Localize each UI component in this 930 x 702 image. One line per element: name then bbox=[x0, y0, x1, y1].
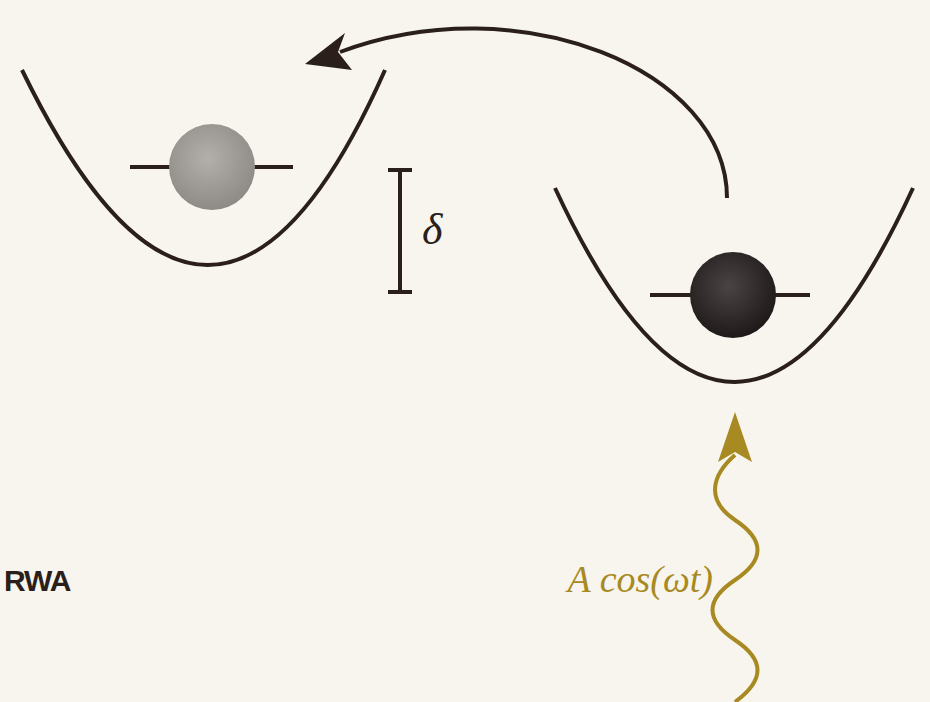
drive-label: A cos(ωt) bbox=[568, 560, 713, 598]
particle bbox=[690, 252, 776, 338]
particle bbox=[169, 124, 255, 210]
drive-wave bbox=[713, 455, 758, 702]
energy-gap-symbol: δ bbox=[422, 208, 442, 252]
arrowhead bbox=[718, 412, 752, 462]
transfer-arrow bbox=[340, 29, 727, 198]
section-heading: RWA bbox=[4, 566, 70, 596]
potential-well bbox=[22, 70, 385, 265]
potential-well bbox=[555, 188, 913, 382]
energy-gap-bracket bbox=[388, 170, 412, 292]
arrowhead bbox=[305, 33, 352, 70]
